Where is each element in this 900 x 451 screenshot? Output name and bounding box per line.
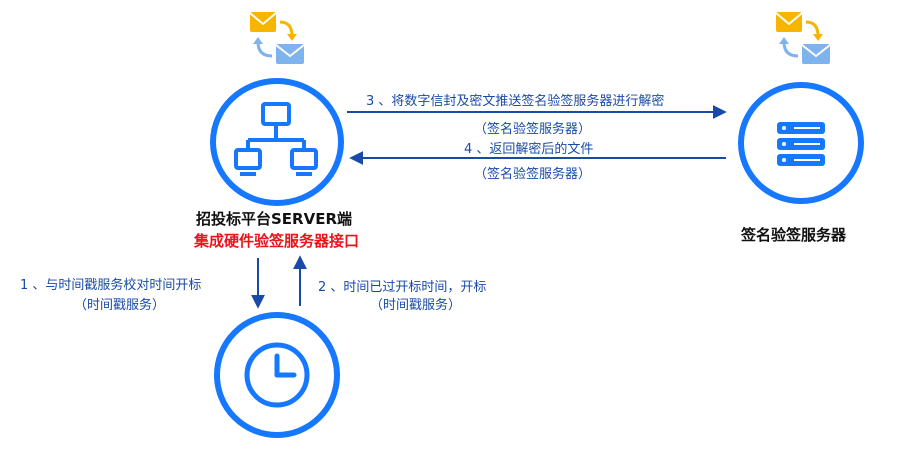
- envelope-exchange-icon: [775, 12, 831, 64]
- server-rack-icon: [777, 122, 825, 166]
- envelope-exchange-icon: [249, 12, 305, 64]
- platform-subtitle: 集成硬件验签服务器接口: [194, 232, 360, 250]
- edge-3-label: 3 、将数字信封及密文推送签名验签服务器进行解密: [366, 94, 665, 109]
- platform-node: [210, 78, 344, 206]
- platform-title: 招投标平台SERVER端: [196, 210, 353, 228]
- edge-2-label: 2 、时间已过开标时间，开标: [318, 280, 487, 295]
- sign-server-title: 签名验签服务器: [741, 226, 847, 244]
- clock-icon: [244, 342, 310, 408]
- sign-server-node: [738, 82, 864, 204]
- edge-2-note: （时间戳服务）: [370, 298, 462, 313]
- edge-1-label: 1 、与时间戳服务校对时间开标: [20, 278, 202, 293]
- timestamp-node: [214, 312, 340, 438]
- edge-4-note: （签名验签服务器）: [474, 167, 592, 182]
- network-tree-icon: [234, 102, 318, 176]
- edge-1-note: （时间戳服务）: [74, 298, 166, 313]
- edge-3-note: （签名验签服务器）: [474, 122, 592, 137]
- edge-4-label: 4 、返回解密后的文件: [464, 142, 594, 157]
